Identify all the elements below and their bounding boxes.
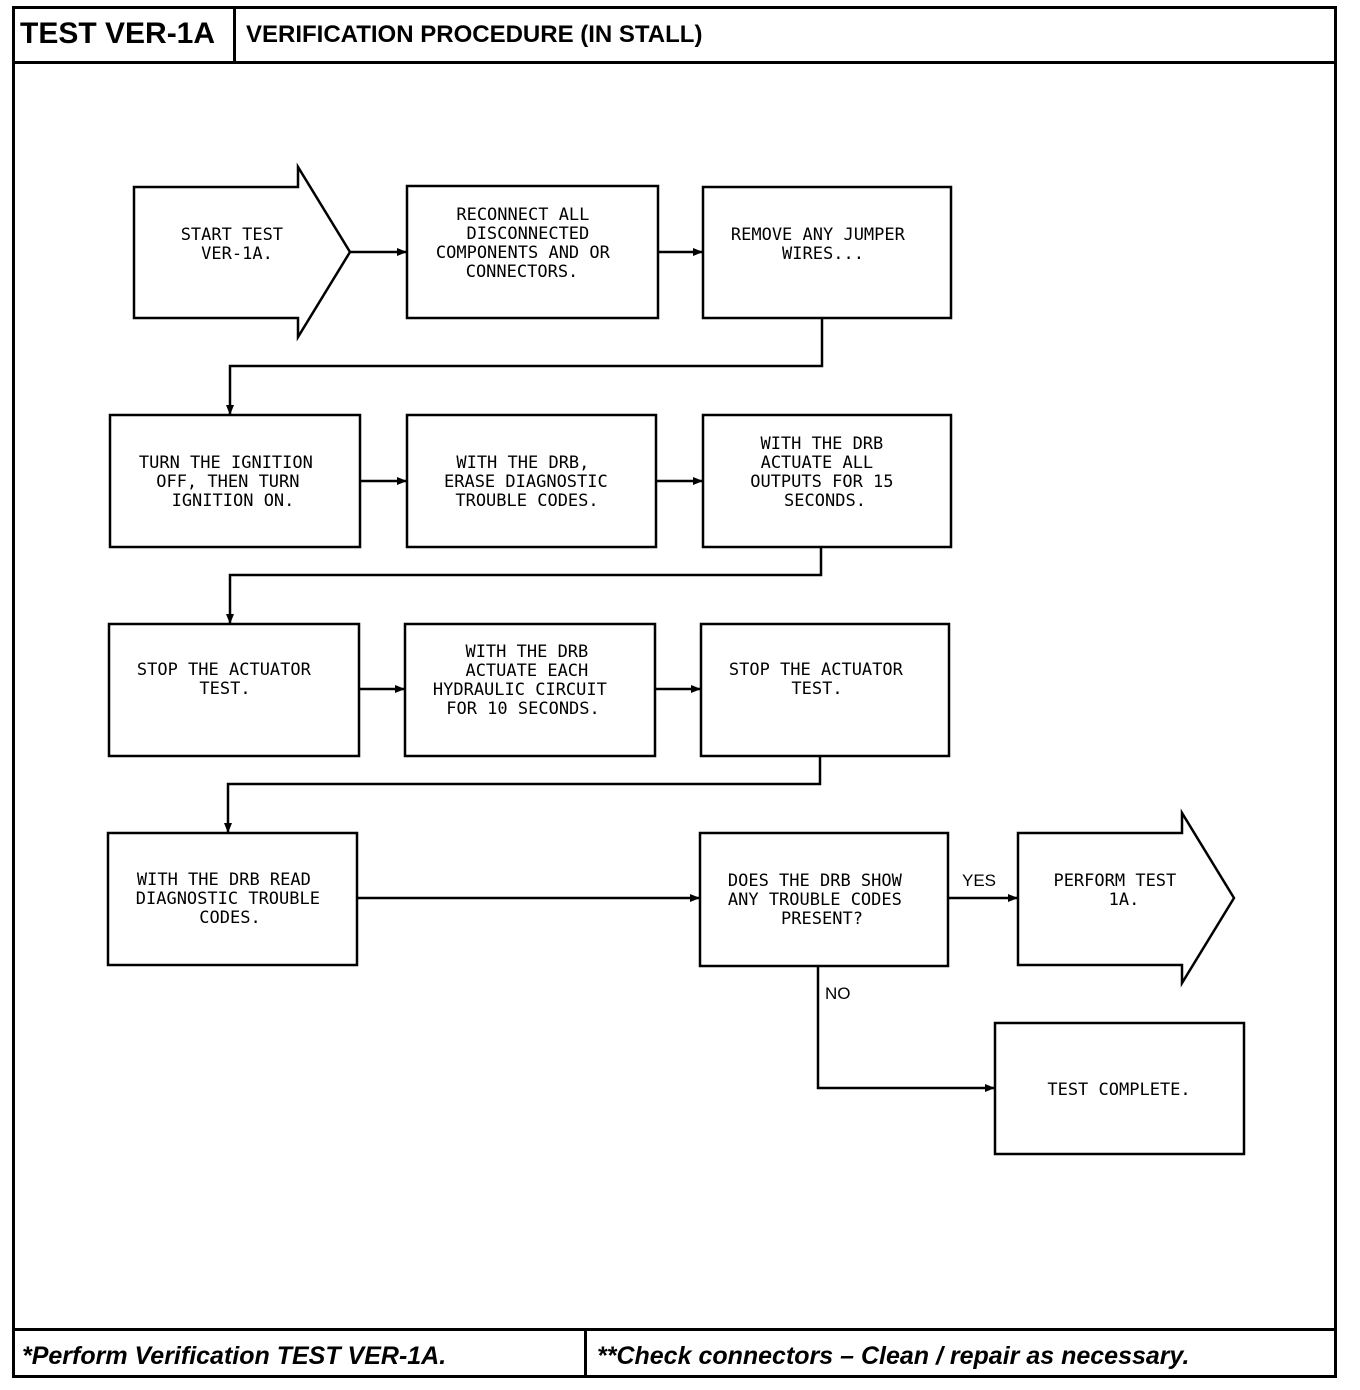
remove-jumpers-text: REMOVE ANY JUMPER WIRES... xyxy=(731,225,915,264)
footer-note-left: *Perform Verification TEST VER-1A. xyxy=(12,1331,587,1378)
actuate-hydraulic-box xyxy=(403,622,657,758)
test-complete-text: TEST COMPLETE. xyxy=(1047,1080,1190,1100)
ignition-box xyxy=(108,413,362,549)
arrow-actuate-to-stop xyxy=(226,547,823,624)
yes-label: YES xyxy=(962,871,996,890)
start-arrow-shape xyxy=(132,162,352,342)
read-codes-text: WITH THE DRB READ DIAGNOSTIC TROUBLE COD… xyxy=(136,870,330,928)
arrow-stop-to-read xyxy=(224,756,822,833)
perform-test-arrow-shape xyxy=(1016,808,1236,988)
header-bar: TEST VER-1A VERIFICATION PROCEDURE (IN S… xyxy=(12,6,1337,64)
read-codes-box xyxy=(106,831,359,967)
arrow-remove-to-ignition xyxy=(226,318,824,415)
actuate-outputs-text: WITH THE DRB ACTUATE ALL OUTPUTS FOR 15 … xyxy=(750,434,904,511)
node-labels: START TEST VER-1A. RECONNECT ALL DISCONN… xyxy=(136,205,1191,1100)
erase-codes-text: WITH THE DRB, ERASE DIAGNOSTIC TROUBLE C… xyxy=(444,453,618,511)
test-id: TEST VER-1A xyxy=(12,6,236,61)
remove-jumpers-box xyxy=(701,185,953,320)
stop-actuator-box-2 xyxy=(699,622,951,758)
decision-text: DOES THE DRB SHOW ANY TROUBLE CODES PRES… xyxy=(728,871,912,929)
ignition-text: TURN THE IGNITION OFF, THEN TURN IGNITIO… xyxy=(139,453,323,511)
reconnect-text: RECONNECT ALL DISCONNECTED COMPONENTS AN… xyxy=(436,205,620,282)
actuate-hydraulic-text: WITH THE DRB ACTUATE EACH HYDRAULIC CIRC… xyxy=(433,642,617,719)
arrow-decision-no xyxy=(816,966,995,1092)
stop-actuator-box-1 xyxy=(107,622,361,758)
test-complete-box xyxy=(993,1021,1246,1156)
connectors xyxy=(224,248,1018,1092)
reconnect-box xyxy=(405,184,660,320)
decision-box xyxy=(698,831,950,968)
start-text: START TEST VER-1A. xyxy=(181,225,294,264)
actuate-outputs-box xyxy=(701,413,953,549)
page-title: VERIFICATION PROCEDURE (IN STALL) xyxy=(246,21,703,48)
erase-codes-box xyxy=(405,413,658,549)
shapes xyxy=(106,162,1246,1156)
page-frame xyxy=(12,6,1337,1378)
stop-actuator-text-1: STOP THE ACTUATOR TEST. xyxy=(137,660,321,699)
footer-bar: *Perform Verification TEST VER-1A. **Che… xyxy=(12,1328,1337,1378)
stop-actuator-text-2: STOP THE ACTUATOR TEST. xyxy=(729,660,913,699)
perform-test-text: PERFORM TEST 1A. xyxy=(1053,871,1186,910)
no-label: NO xyxy=(825,984,851,1003)
footer-note-right: **Check connectors – Clean / repair as n… xyxy=(597,1342,1190,1370)
